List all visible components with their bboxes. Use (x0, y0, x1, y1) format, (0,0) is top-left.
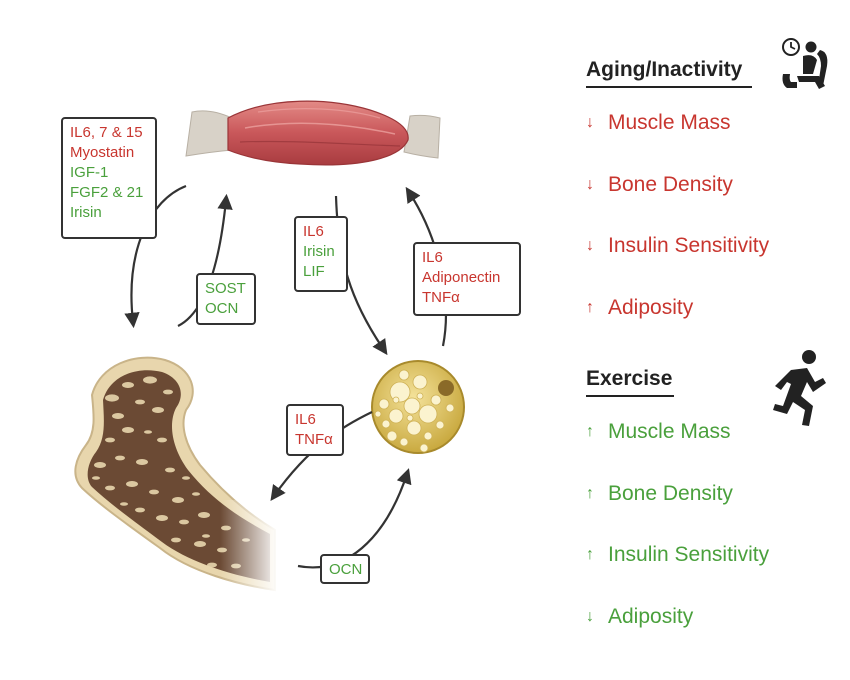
down-arrow-icon: ↓ (586, 607, 594, 625)
exercise-effect-item: ↓ Adiposity (586, 605, 693, 629)
signal-label: Irisin (70, 204, 102, 221)
effect-label: Muscle Mass (608, 420, 731, 443)
signal-label: Myostatin (70, 144, 135, 161)
signal-label: IL6 (295, 411, 316, 428)
signal-label: Irisin (303, 243, 335, 260)
exercise-heading: Exercise (586, 367, 673, 390)
signal-label: IL6 (303, 223, 324, 240)
exercise-effect-item: ↑ Insulin Sensitivity (586, 543, 769, 567)
signal-label: IL6 (422, 249, 443, 266)
down-arrow-icon: ↓ (586, 175, 594, 193)
signal-label: IL6, 7 & 15 (70, 124, 143, 141)
signal-label: OCN (205, 300, 239, 317)
aging-effect-item: ↓ Muscle Mass (586, 111, 731, 135)
signal-label: OCN (329, 561, 363, 578)
aging-heading: Aging/Inactivity (586, 58, 743, 81)
signal-label: TNFα (295, 431, 333, 448)
aging-effect-item: ↓ Bone Density (586, 173, 733, 197)
effect-label: Muscle Mass (608, 111, 731, 134)
bone-to-muscle-signals-box: SOST OCN (196, 273, 256, 325)
up-arrow-icon: ↑ (586, 484, 594, 502)
running-person-icon (773, 350, 826, 426)
bone-to-fat-signals-box: OCN (320, 554, 370, 584)
effect-label: Insulin Sensitivity (608, 234, 770, 257)
up-arrow-icon: ↑ (586, 298, 594, 316)
effects-panel: Aging/Inactivity ↓ Muscle Mass ↓ Bone Densi… (583, 0, 843, 680)
effect-label: Bone Density (608, 172, 733, 196)
bone-illustration (74, 356, 280, 600)
aging-heading-underline (586, 86, 752, 88)
down-arrow-icon: ↓ (586, 114, 594, 131)
person-in-armchair-with-clock-icon (782, 38, 828, 89)
signal-label: FGF2 & 21 (70, 184, 144, 201)
effect-label: Adiposity (608, 295, 694, 319)
signal-label: IGF-1 (70, 164, 109, 181)
aging-effect-item: ↓ Insulin Sensitivity (586, 234, 769, 258)
signal-label: TNFα (422, 289, 460, 306)
up-arrow-icon: ↑ (586, 423, 594, 440)
exercise-effect-item: ↑ Muscle Mass (586, 420, 731, 444)
down-arrow-icon: ↓ (586, 237, 594, 254)
effect-label: Adiposity (608, 604, 694, 628)
effect-label: Bone Density (608, 481, 733, 505)
exercise-heading-underline (586, 395, 674, 397)
up-arrow-icon: ↑ (586, 546, 594, 563)
muscle-illustration (185, 100, 441, 166)
signal-label: Adiponectin (422, 269, 501, 286)
aging-effect-item: ↑ Adiposity (586, 296, 693, 320)
exercise-effect-item: ↑ Bone Density (586, 482, 733, 506)
adipocyte-illustration (371, 360, 465, 454)
signal-label: LIF (303, 263, 325, 280)
crosstalk-diagram (74, 100, 465, 600)
effect-label: Insulin Sensitivity (608, 543, 770, 566)
arrow-bone-to-fat (297, 468, 412, 569)
signal-label: SOST (205, 280, 246, 297)
